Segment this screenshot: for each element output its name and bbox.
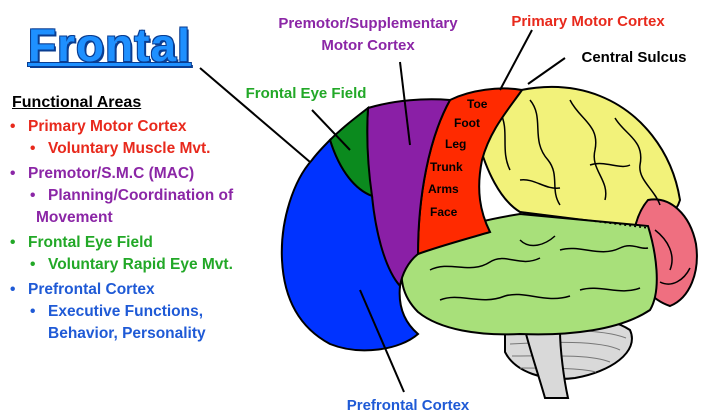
homunculus-label: Toe (467, 97, 488, 111)
homunculus-label: Arms (428, 182, 459, 196)
homunculus-label: Leg (445, 137, 466, 151)
homunculus-label: Face (430, 205, 458, 219)
premotor-label-line1: Premotor/Supplementary (278, 15, 458, 32)
primary-motor-label: Primary Motor Cortex (511, 13, 665, 30)
central-sulcus-label: Central Sulcus (581, 49, 686, 66)
homunculus-label: Trunk (430, 160, 463, 174)
prefrontal-label: Prefrontal Cortex (347, 397, 470, 414)
frontal-eye-field-label: Frontal Eye Field (246, 85, 367, 102)
homunculus-label: Foot (454, 116, 480, 130)
premotor-label-line2: Motor Cortex (321, 37, 415, 54)
